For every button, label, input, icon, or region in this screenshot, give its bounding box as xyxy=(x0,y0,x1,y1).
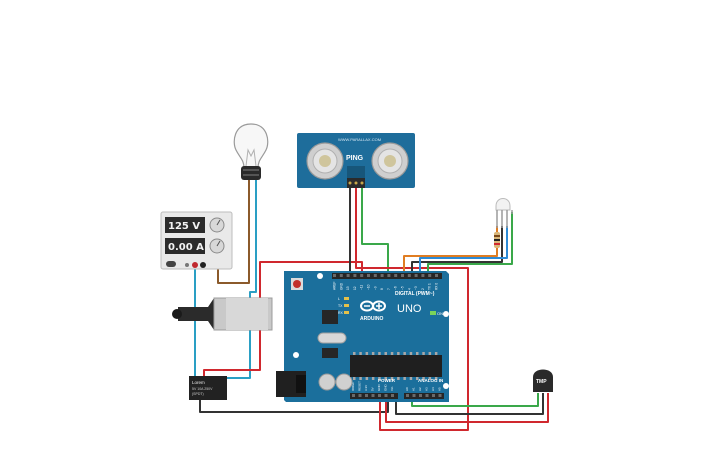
capacitor-2 xyxy=(335,373,353,391)
top-pin-label: ~3 xyxy=(414,286,418,290)
top-pin-label: ~9 xyxy=(373,286,377,290)
arduino-logo xyxy=(360,300,386,312)
power-label: POWER xyxy=(378,378,396,383)
usb-cable xyxy=(178,298,214,330)
voltage-readout: 125 V xyxy=(168,221,200,232)
power-pin-label: RESET xyxy=(358,381,362,391)
on-label: ON xyxy=(437,311,443,316)
relay-type: (SPDT) xyxy=(192,392,204,396)
top-pin-label: ~6 xyxy=(394,286,398,290)
top-pin-label: 4 xyxy=(407,288,411,290)
analog-pin-label: A3 xyxy=(425,387,429,391)
power-pin-label: 3.3V xyxy=(364,385,368,391)
relay[interactable]: Lorem 5V 10A 250V (SPDT) xyxy=(189,376,227,400)
led-label: RX xyxy=(338,311,344,315)
reset-button[interactable] xyxy=(293,280,301,288)
sensor-label: PING xyxy=(346,155,364,162)
top-pin-label: AREF xyxy=(333,281,337,290)
terminal-negative[interactable] xyxy=(200,262,206,268)
digital-header xyxy=(332,273,442,279)
wire-bulb-cyan[interactable] xyxy=(226,180,257,379)
tmp-label: TMP xyxy=(536,379,547,385)
wire-5v-rail[interactable] xyxy=(378,267,469,431)
top-pin-label: 2 xyxy=(421,288,425,290)
wire-led-orange[interactable] xyxy=(403,226,498,278)
analog-pin-label: A4 xyxy=(431,387,435,391)
model-label: UNO xyxy=(397,303,422,315)
power-pin-label: GND xyxy=(377,384,381,392)
top-pin-label: TX 1 xyxy=(428,283,432,290)
top-pin-label: ~5 xyxy=(401,286,405,290)
led-label: TX xyxy=(338,304,343,308)
terminal-positive[interactable] xyxy=(192,262,198,268)
top-pin-label: ~11 xyxy=(360,285,364,290)
temperature-sensor[interactable]: TMP xyxy=(533,369,553,393)
power-pin-label: IOREF xyxy=(351,382,355,391)
wire-tmp-black[interactable] xyxy=(395,393,544,415)
wire-relay-black[interactable] xyxy=(199,395,389,413)
capacitor-1 xyxy=(318,373,336,391)
power-pin-label: 5V xyxy=(371,387,375,391)
wire-bulb-brown[interactable] xyxy=(217,180,250,284)
wire-ping-sig[interactable] xyxy=(361,188,389,278)
top-pin-label: ~10 xyxy=(367,284,371,290)
wire-tmp-red[interactable] xyxy=(385,393,549,423)
rgb-led[interactable] xyxy=(495,198,513,229)
current-readout: 0.00 A xyxy=(168,242,204,253)
wire-ping-gnd[interactable] xyxy=(344,188,351,278)
wire-ping-5v[interactable] xyxy=(355,188,378,269)
top-pin-label: 12 xyxy=(353,286,357,290)
wire-led-black[interactable] xyxy=(411,226,503,278)
resistor[interactable] xyxy=(494,232,500,248)
brand-label: ARDUINO xyxy=(360,316,383,322)
analog-pin-label: A5 xyxy=(438,387,442,391)
analog-pin-label: A1 xyxy=(412,387,416,391)
power-pin-label: GND xyxy=(384,384,388,392)
digital-label: DIGITAL (PWM~) xyxy=(395,291,435,297)
current-display xyxy=(165,238,205,254)
analog-label: ANALOG IN xyxy=(418,378,443,383)
top-pin-label: 13 xyxy=(346,286,350,290)
top-pin-label: 7 xyxy=(387,288,391,290)
top-pin-label: GND xyxy=(339,282,343,290)
analog-pin-label: A2 xyxy=(418,387,422,391)
relay-spec: 5V 10A 250V xyxy=(192,387,213,391)
top-pin-label: RX 0 xyxy=(435,283,439,290)
status-leds: L TX RX xyxy=(338,297,349,315)
top-pin-label: 8 xyxy=(380,288,384,290)
light-bulb[interactable] xyxy=(233,123,269,180)
microcontroller-chip xyxy=(350,355,442,377)
wire-led-blue[interactable] xyxy=(419,226,508,278)
ultrasonic-sensor[interactable]: WWW.PARALLAX.COM PING xyxy=(297,133,415,188)
voltage-display xyxy=(165,217,205,233)
power-pin-label: Vin xyxy=(390,386,394,391)
led-label: L xyxy=(338,297,340,301)
sensor-brand: WWW.PARALLAX.COM xyxy=(338,137,381,142)
power-supply[interactable]: 125 V 0.00 A xyxy=(160,211,233,270)
relay-brand: Lorem xyxy=(192,380,205,385)
chip-legs xyxy=(353,352,438,380)
analog-header xyxy=(404,393,444,399)
analog-pin-label: A0 xyxy=(405,387,409,391)
